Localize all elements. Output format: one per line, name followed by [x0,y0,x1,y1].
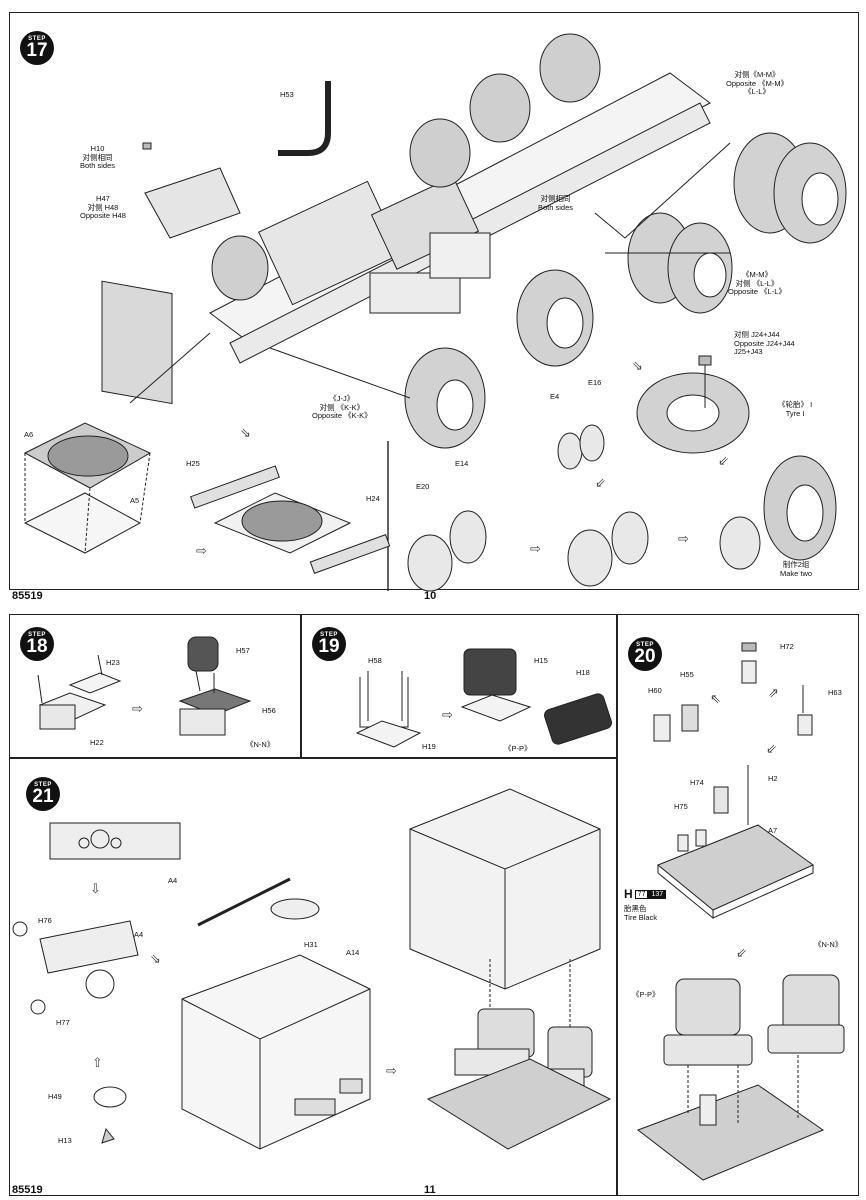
step19-badge: STEP 19 [312,627,346,661]
label-a4-b: A4 [134,930,144,939]
label-h76: H76 [38,916,52,925]
footer-page-11: 11 [424,1184,436,1196]
label-pp: 《P-P》 [632,990,660,999]
chassis-illustration [23,33,847,592]
label-h53: H53 [280,90,294,99]
label-nn: 《N-N》 [246,740,275,749]
label-h55: H55 [680,670,694,679]
arrow-icon: ⇨ [196,543,207,558]
label-mm-ll: 《M-M》 对侧 《L-L》 Opposite 《L-L》 [728,270,786,297]
label-a4: A4 [168,876,178,885]
label-h19: H19 [422,742,436,751]
step18-badge: STEP 18 [20,627,54,661]
seat-frame-illustration [355,648,612,748]
label-h49: H49 [48,1092,62,1101]
arrow-icon: ⇘ [240,425,251,440]
footer-page-10: 10 [424,590,437,602]
paint-name: 胎黑色 Tire Black [624,904,658,922]
label-a6: A6 [24,430,34,439]
arrow-icon: ⇙ [718,453,729,468]
step19-panel: STEP 19 H58 H19 H15 H18 《P-P》 ⇨ [301,614,617,758]
step20-badge: STEP 20 [628,637,662,671]
label-h18: H18 [576,668,590,677]
label-a14: A14 [346,948,360,957]
step21-badge: STEP 21 [26,777,60,811]
label-e20: E20 [416,482,430,491]
arrow-icon: ⇘ [632,358,643,373]
arrow-icon: ⇘ [150,951,161,966]
arrow-icon: ⇙ [595,475,606,490]
arrow-icon: ⇧ [92,1055,103,1070]
label-h57: H57 [236,646,250,655]
step18-panel: STEP 18 H23 H22 H57 H56 《N-N》 ⇨ [9,614,301,758]
arrow-icon: ⇨ [442,707,453,722]
seat-base-illustration [37,636,252,736]
label-pp: 《P-P》 [504,744,532,753]
label-h2: H2 [768,774,778,783]
label-h25: H25 [186,459,200,468]
step20-panel: STEP 20 H72 [617,614,859,1196]
label-h24: H24 [366,494,380,503]
arrow-icon: ⇨ [678,531,689,546]
floor-seats-illustration [636,642,845,1181]
label-h15: H15 [534,656,548,665]
label-a5: A5 [130,496,140,505]
label-e16: E16 [588,378,602,387]
paint-callout: H 77 137 [624,887,667,901]
label-e14: E14 [455,459,469,468]
label-tyre: 《轮胎》 I Tyre I [778,400,813,418]
label-h63: H63 [828,688,842,697]
label-both-sides-2: 对侧相同 Both sides [538,194,574,212]
arrow-icon: ⇙ [736,945,747,960]
step17-panel: STEP 17 [9,12,859,592]
label-h75: H75 [674,802,688,811]
arrow-icon: ⇨ [386,1063,397,1078]
label-h23: H23 [106,658,120,667]
label-h47: H47 对侧 H48 Opposite H48 [80,194,126,221]
label-h77: H77 [56,1018,70,1027]
arrow-icon: ⇩ [90,881,101,896]
step21-panel: STEP 21 [9,758,617,1196]
arrow-icon: ⇖ [710,691,721,706]
label-a7: A7 [768,826,778,835]
cab-interior-illustration [12,788,612,1150]
label-h22: H22 [90,738,104,747]
label-h74: H74 [690,778,704,787]
arrow-icon: ⇙ [766,741,777,756]
step17-badge: STEP 17 [20,31,54,65]
label-h56: H56 [262,706,276,715]
arrow-icon: ⇨ [530,541,541,556]
label-nn: 《N-N》 [814,940,843,949]
footer-left-bottom: 85519 [12,1184,43,1196]
arrow-icon: ⇨ [132,701,143,716]
label-h10: H10 对侧相同 Both sides [80,144,116,171]
label-h13: H13 [58,1136,72,1145]
label-mm-opposite: 对侧《M-M》 Opposite 《M-M》 《L-L》 [726,70,789,97]
label-h31: H31 [304,940,318,949]
label-e4: E4 [550,392,560,401]
label-j24: 对侧 J24+J44 Opposite J24+J44 J25+J43 [734,330,795,357]
label-h60: H60 [648,686,662,695]
label-h58: H58 [368,656,382,665]
label-h72: H72 [780,642,794,651]
label-make-two: 制作2组 Make two [780,560,813,578]
label-jj-kk: 《J-J》 对侧 《K-K》 Opposite 《K-K》 [312,394,372,421]
arrow-icon: ⇗ [768,685,779,700]
footer-left-top: 85519 [12,590,43,602]
